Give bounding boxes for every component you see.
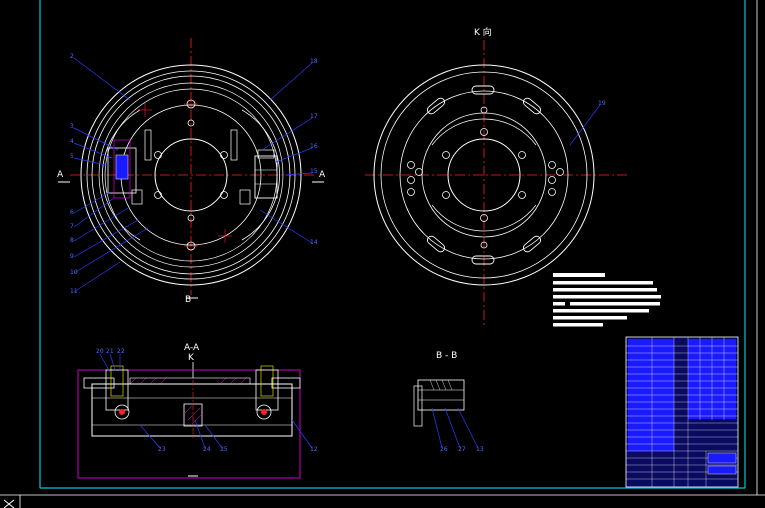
- section-bb-title: B - B: [436, 351, 457, 361]
- svg-text:17: 17: [310, 113, 318, 120]
- technical-requirements-notes: [553, 273, 661, 327]
- svg-text:25: 25: [220, 446, 228, 453]
- svg-text:8: 8: [70, 237, 74, 244]
- svg-text:23: 23: [158, 446, 166, 453]
- section-aa-title: A-A: [184, 343, 200, 353]
- svg-text:7: 7: [70, 223, 74, 230]
- svg-text:16: 16: [310, 143, 318, 150]
- leader-labels-front-view: 2 3 4 5 6 7 8 9 10 11 18 17 16 15 14: [70, 53, 318, 295]
- svg-text:15: 15: [310, 168, 318, 175]
- section-b-marker: B: [185, 295, 191, 305]
- svg-text:4: 4: [70, 138, 74, 145]
- svg-text:18: 18: [310, 58, 318, 65]
- k-direction-title: K 向: [474, 26, 492, 38]
- section-k-marker: K: [188, 353, 195, 363]
- front-view-brake-assembly: A A B: [57, 38, 326, 305]
- k-direction-view: K 向: [365, 26, 630, 325]
- svg-text:13: 13: [476, 446, 484, 453]
- svg-text:5: 5: [70, 153, 74, 160]
- leader-lines-front-view: [73, 57, 313, 293]
- section-a-label-right: A: [319, 170, 326, 180]
- svg-text:19: 19: [598, 100, 606, 107]
- title-block: [625, 336, 739, 488]
- svg-text:14: 14: [310, 239, 318, 246]
- svg-text:20: 20: [96, 348, 104, 355]
- svg-text:6: 6: [70, 209, 74, 216]
- svg-text:2: 2: [70, 53, 74, 60]
- svg-text:11: 11: [70, 288, 78, 295]
- section-a-label-left: A: [57, 170, 64, 180]
- svg-text:26: 26: [440, 446, 448, 453]
- svg-text:10: 10: [70, 269, 78, 276]
- section-b-b-view: B - B 26 27 13: [413, 351, 484, 453]
- svg-text:12: 12: [310, 446, 318, 453]
- svg-text:9: 9: [70, 253, 74, 260]
- svg-text:27: 27: [458, 446, 466, 453]
- section-a-a-view: A-A K: [77, 343, 318, 479]
- svg-text:24: 24: [203, 446, 211, 453]
- svg-text:21: 21: [106, 348, 114, 355]
- svg-text:22: 22: [117, 348, 125, 355]
- svg-text:3: 3: [70, 123, 74, 130]
- ucs-icon: [3, 499, 15, 508]
